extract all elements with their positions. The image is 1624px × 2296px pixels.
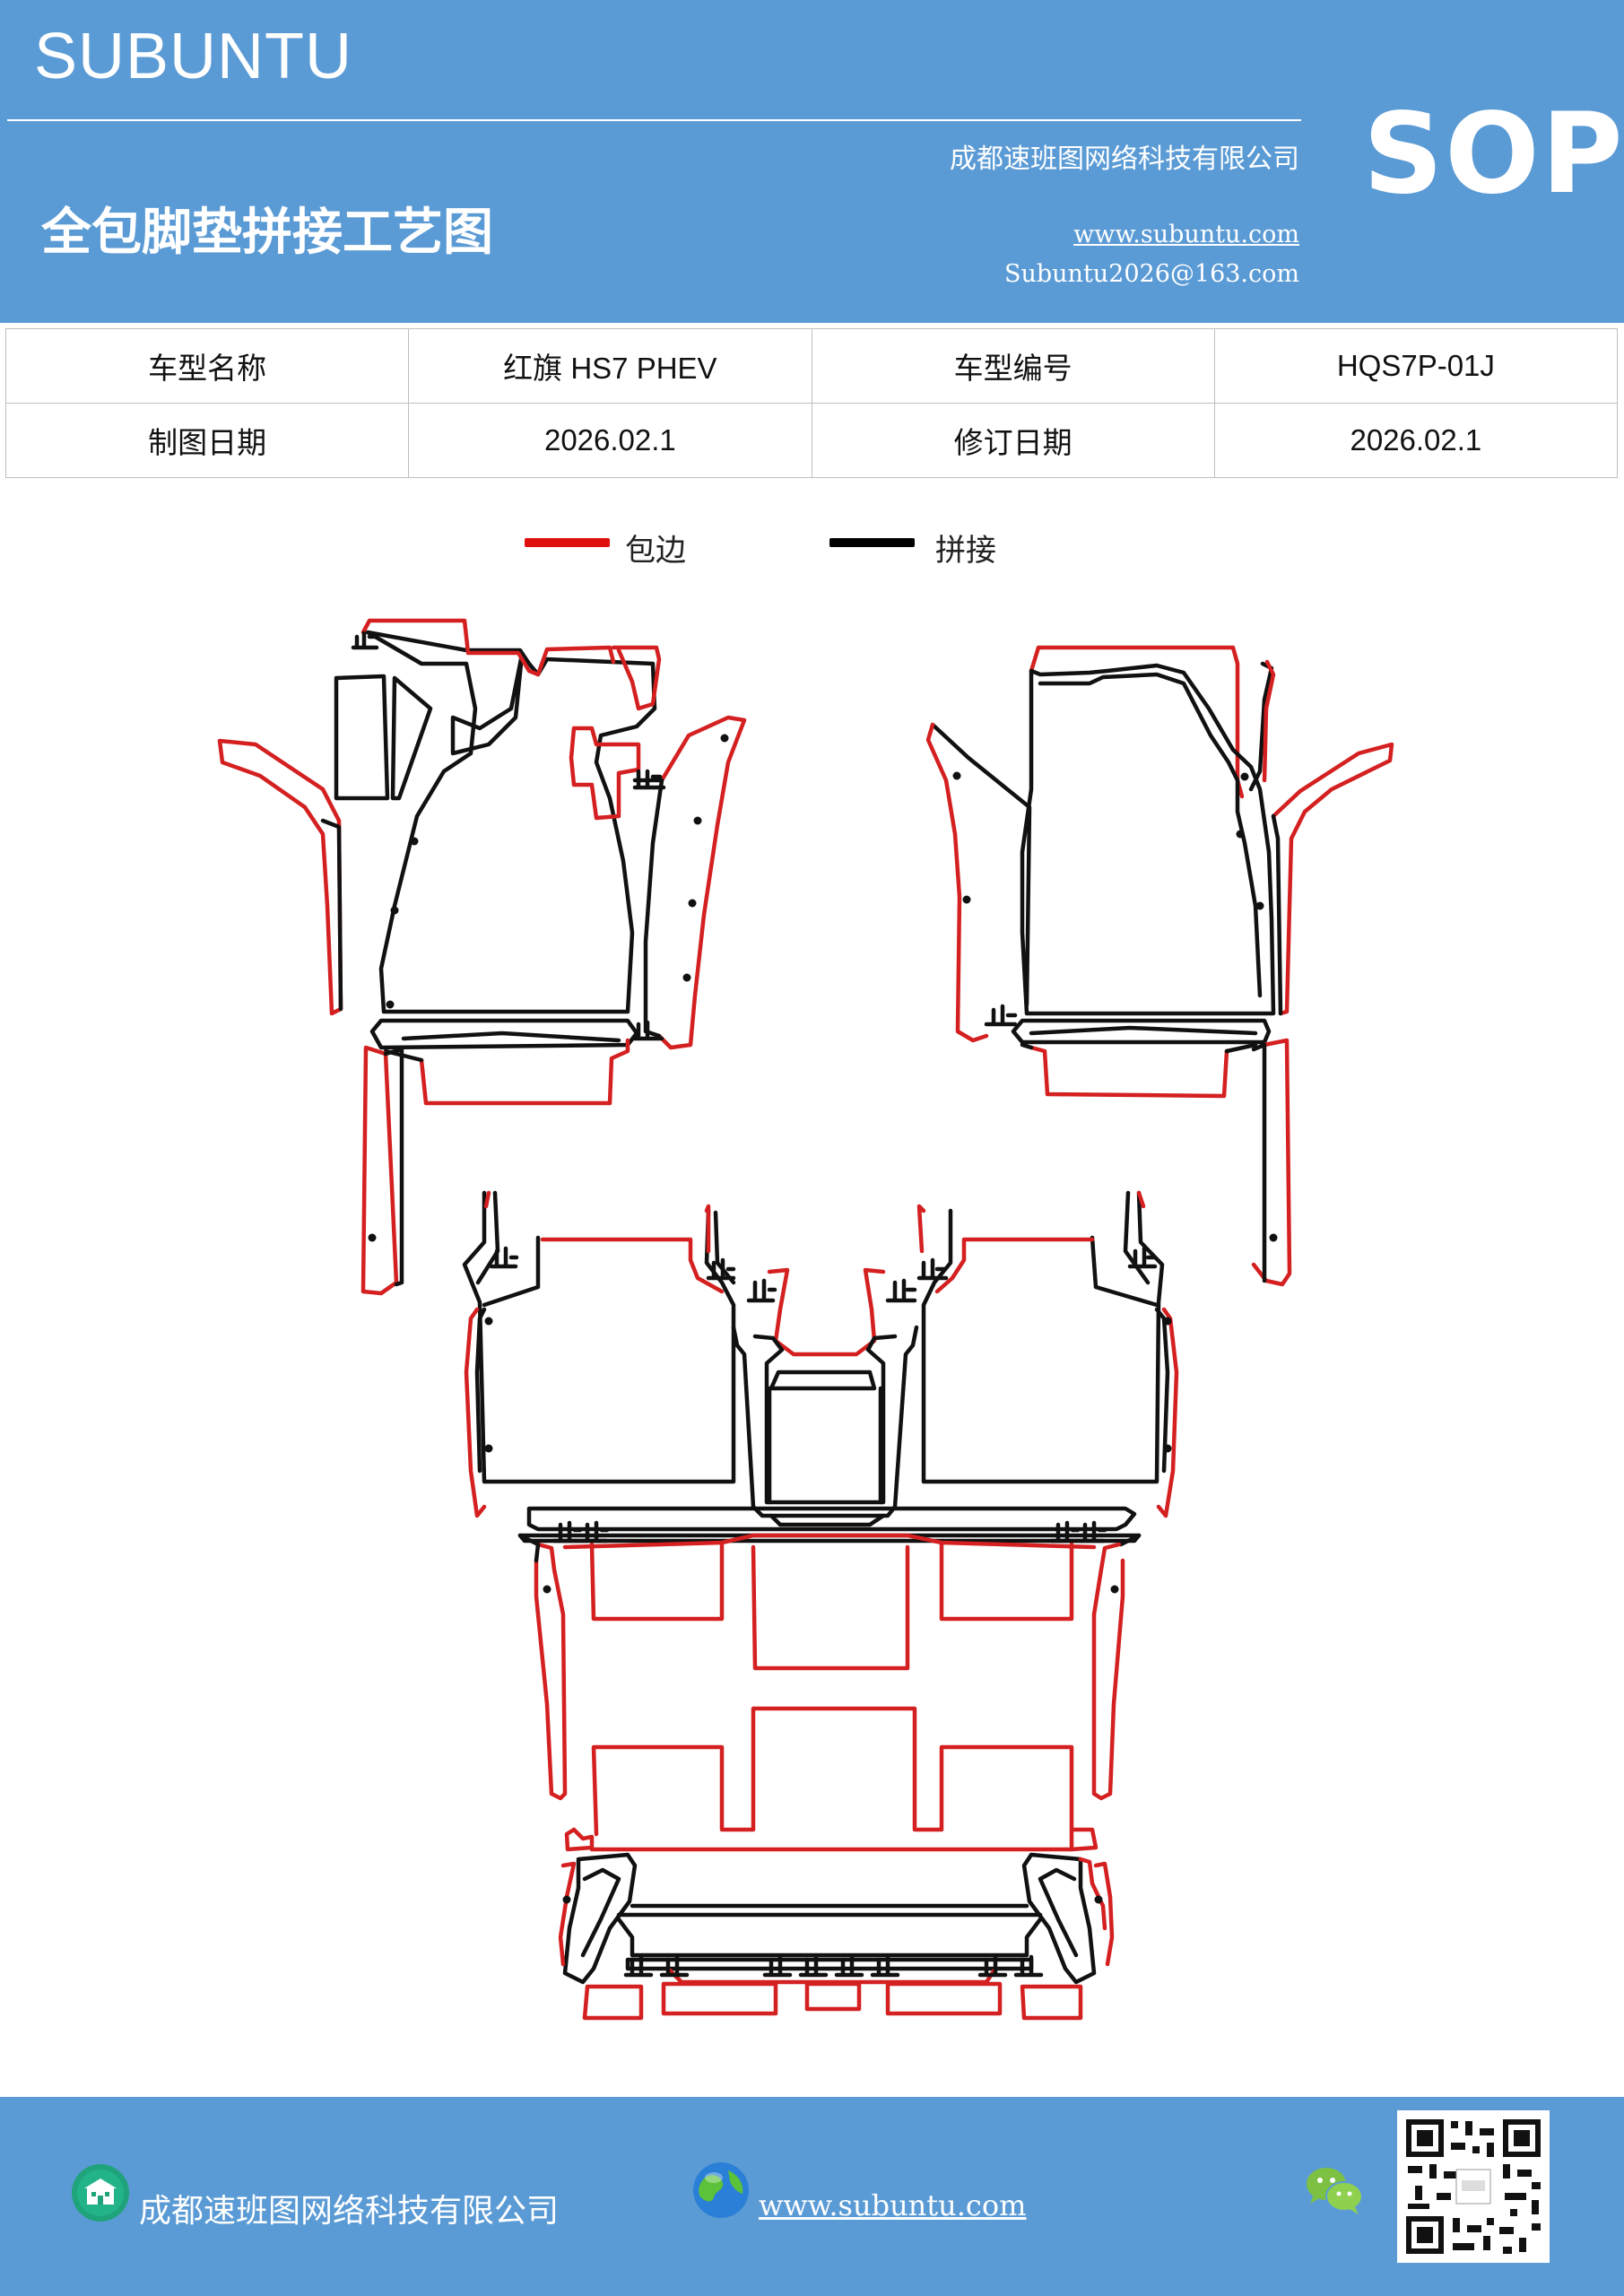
company-name: 成都速班图网络科技有限公司 [950,144,1299,175]
table-row: 车型名称 红旗 HS7 PHEV 车型编号 HQS7P-01J [4,328,1619,404]
floor-mat-diagram: .r { stroke:#d42020; stroke-width:4.5; f… [217,618,1394,2021]
footer-website-link[interactable]: www.subuntu.com [759,2188,1027,2222]
legend-edge-swatch [525,538,610,547]
model-name-label: 车型名称 [4,328,410,404]
qr-code[interactable] [1397,2110,1550,2263]
sop-badge: SOP [1363,90,1624,219]
rear-floor-mat [517,1520,1142,2021]
footer: 成都速班图网络科技有限公司 www.subuntu.com [0,2097,1624,2296]
drawing-date-value: 2026.02.1 [408,403,812,478]
legend-seam-swatch [829,538,915,547]
email-address: Subuntu2026@163.com [1004,260,1299,288]
revision-date-value: 2026.02.1 [1213,403,1619,478]
header: SUBUNTU 成都速班图网络科技有限公司 全包脚垫拼接工艺图 www.subu… [0,0,1624,323]
legend-edge-label: 包边 [625,533,686,569]
passenger-front-mat [925,645,1394,1287]
website-link[interactable]: www.subuntu.com [1073,221,1299,248]
globe-icon [693,2162,749,2218]
driver-front-mat [217,618,747,1296]
drawing-date-label: 制图日期 [4,403,410,478]
legend: 包边 拼接 [0,529,1624,574]
wechat-icon [1307,2168,1363,2214]
model-name-value: 红旗 HS7 PHEV [408,328,812,404]
second-row-mat [462,1190,1179,1538]
table-row: 制图日期 2026.02.1 修订日期 2026.02.1 [4,403,1619,478]
vehicle-info-table: 车型名称 红旗 HS7 PHEV 车型编号 HQS7P-01J 制图日期 202… [4,328,1619,478]
building-icon [72,2164,129,2222]
model-code-value: HQS7P-01J [1213,328,1619,404]
legend-seam-label: 拼接 [935,533,996,569]
model-code-label: 车型编号 [811,328,1215,404]
brand-logo: SUBUNTU [34,21,353,92]
revision-date-label: 修订日期 [811,403,1215,478]
footer-company-name: 成都速班图网络科技有限公司 [139,2193,560,2230]
page-title: 全包脚垫拼接工艺图 [41,203,493,262]
header-divider [7,119,1301,121]
